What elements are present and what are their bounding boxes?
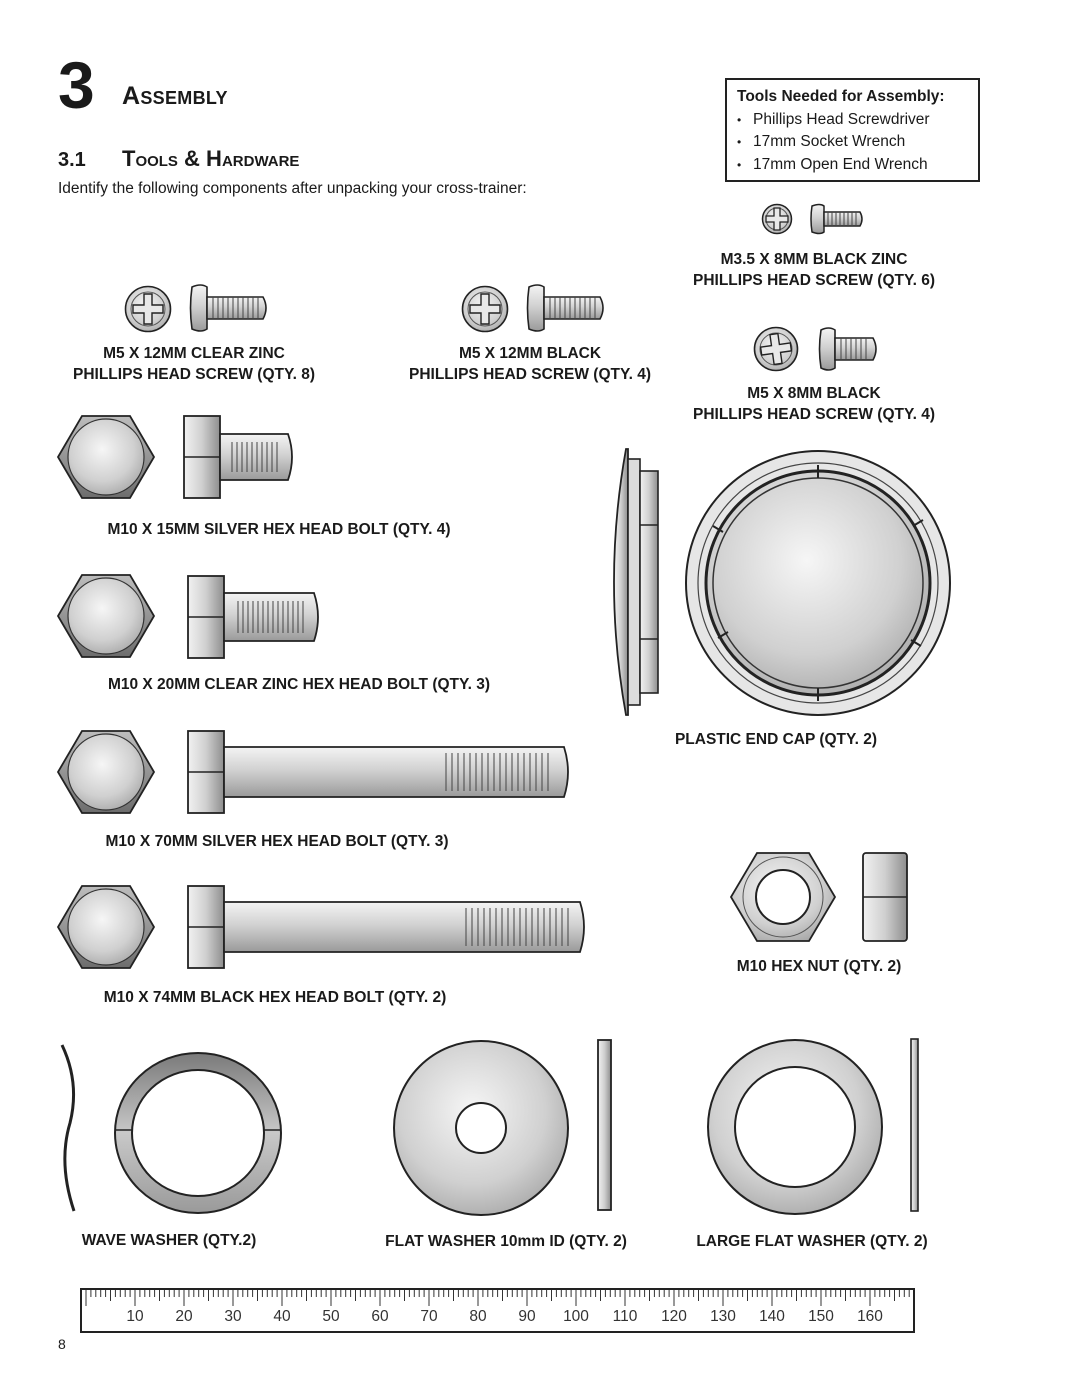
m10-70mm-bolt-head-icon <box>56 730 156 814</box>
m5-8mm-screw-head-icon <box>753 326 799 372</box>
section-number: 3.1 <box>58 149 86 171</box>
m10-20mm-bolt-side-icon <box>187 575 319 659</box>
m10-hex-nut-front-icon <box>729 852 837 942</box>
chapter-number: 3 <box>58 48 95 122</box>
tools-list-item: •17mm Socket Wrench <box>737 133 906 150</box>
section-title: Tools & Hardware <box>122 146 300 171</box>
wave-washer-side-icon <box>60 1044 76 1212</box>
large-flat-washer-side-icon <box>910 1038 919 1212</box>
tools-needed-box: Tools Needed for Assembly: •Phillips Hea… <box>725 78 980 182</box>
chapter-title: Assembly <box>122 82 228 110</box>
ruler-label: 130 <box>710 1308 736 1325</box>
plastic-end-cap-front-icon <box>685 450 951 716</box>
plastic-end-cap-label: PLASTIC END CAP (QTY. 2) <box>674 731 878 748</box>
ruler-label: 140 <box>759 1308 785 1325</box>
tools-box-title: Tools Needed for Assembly: <box>737 88 945 105</box>
m35-screw-head-icon <box>761 203 793 235</box>
flat-washer-front-icon <box>393 1040 569 1216</box>
m10-74mm-bolt-head-icon <box>56 885 156 969</box>
m10-15mm-bolt-side-icon <box>183 415 293 499</box>
ruler-label: 60 <box>371 1308 389 1325</box>
ruler-label: 110 <box>612 1308 638 1325</box>
m10-hex-nut-side-icon <box>862 852 908 942</box>
large-flat-washer-front-icon <box>707 1039 883 1215</box>
plastic-end-cap-side-icon <box>613 448 659 716</box>
ruler-label: 40 <box>273 1308 291 1325</box>
ruler-label: 120 <box>661 1308 687 1325</box>
ruler-label: 30 <box>224 1308 242 1325</box>
ruler-label: 160 <box>857 1308 883 1325</box>
m10-hex-nut-label: M10 HEX NUT (QTY. 2) <box>736 958 902 975</box>
ruler-label: 80 <box>469 1308 487 1325</box>
ruler-label: 100 <box>563 1308 589 1325</box>
ruler-label: 70 <box>420 1308 438 1325</box>
ruler-ticks <box>85 1290 910 1306</box>
tools-list-item: •Phillips Head Screwdriver <box>737 110 930 128</box>
flat-washer-label: FLAT WASHER 10mm ID (QTY. 2) <box>385 1233 627 1250</box>
m35-screw-side-icon <box>810 203 863 235</box>
tools-list: •Phillips Head Screwdriver •17mm Socket … <box>737 109 978 177</box>
m10-15mm-bolt-label: M10 X 15MM SILVER HEX HEAD BOLT (QTY. 4) <box>107 521 451 538</box>
m5-8mm-screw-side-icon <box>818 327 877 371</box>
ruler-label: 150 <box>808 1308 834 1325</box>
m5-clear-zinc-screw-head-icon <box>124 285 172 333</box>
intro-text: Identify the following components after … <box>58 180 527 197</box>
m5-black-screw-head-icon <box>461 285 509 333</box>
m10-70mm-bolt-label: M10 X 70MM SILVER HEX HEAD BOLT (QTY. 3) <box>105 833 449 850</box>
ruler-label: 10 <box>126 1308 144 1325</box>
m10-74mm-bolt-side-icon <box>187 885 585 969</box>
ruler-label: 50 <box>322 1308 340 1325</box>
wave-washer-label: WAVE WASHER (QTY.2) <box>81 1232 257 1249</box>
m10-74mm-bolt-label: M10 X 74MM BLACK HEX HEAD BOLT (QTY. 2) <box>103 989 447 1006</box>
large-flat-washer-label: LARGE FLAT WASHER (QTY. 2) <box>696 1233 928 1250</box>
m10-20mm-bolt-head-icon <box>56 574 156 658</box>
flat-washer-side-icon <box>597 1039 612 1211</box>
ruler-label: 20 <box>175 1308 193 1325</box>
m5-black-screw-side-icon <box>526 284 604 332</box>
m5-clear-zinc-screw-side-icon <box>189 284 267 332</box>
page-number: 8 <box>58 1336 66 1352</box>
tools-list-item: •17mm Open End Wrench <box>737 155 928 173</box>
wave-washer-front-icon <box>114 1052 282 1214</box>
m10-70mm-bolt-side-icon <box>187 730 569 814</box>
m10-20mm-bolt-label: M10 X 20MM CLEAR ZINC HEX HEAD BOLT (QTY… <box>107 676 491 693</box>
m10-15mm-bolt-head-icon <box>56 415 156 499</box>
measurement-ruler: 10 20 30 40 50 60 70 80 90 100 110 120 130 140 150 160 <box>80 1288 915 1333</box>
ruler-label: 90 <box>518 1308 536 1325</box>
